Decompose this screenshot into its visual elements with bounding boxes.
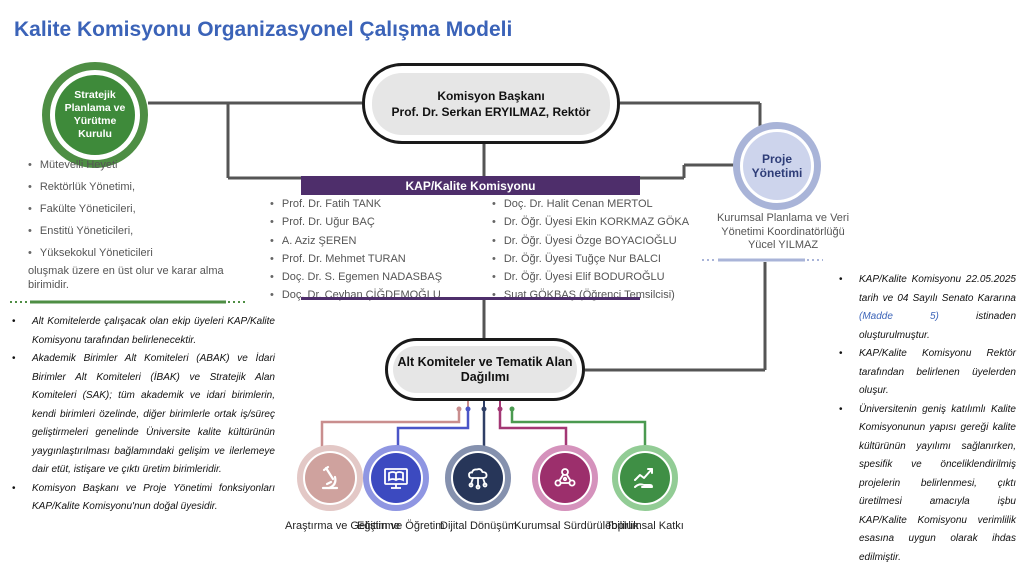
microscope-icon <box>305 453 355 503</box>
list-item: Doç. Dr. Halit Cenan MERTOL <box>492 195 689 213</box>
dotted-separator <box>10 300 246 304</box>
category-social: Toplumsal Katkı <box>606 445 684 533</box>
category-sustainability: Kurumsal Sürdürülebilirlik <box>514 445 639 533</box>
project-person: Yücel YILMAZ <box>747 239 819 251</box>
list-item: A. Aziz ŞEREN <box>270 232 442 250</box>
page-title: Kalite Komisyonu Organizasyonel Çalışma … <box>14 18 513 41</box>
list-item: Doç. Dr. S. Egemen NADASBAŞ <box>270 268 442 286</box>
note-item: Üniversitenin geniş katılımlı Kalite Kom… <box>839 401 1016 568</box>
note-item: KAP/Kalite Komisyonu 22.05.2025 tarih ve… <box>839 271 1016 345</box>
list-item: Prof. Dr. Uğur BAÇ <box>270 213 442 231</box>
left-notes: Alt Komitelerde çalışacak olan ekip üyel… <box>12 313 275 517</box>
category-label: Eğitim ve Öğretim <box>357 520 445 532</box>
list-item: Dr. Öğr. Üyesi Özge BOYACIOĞLU <box>492 232 689 250</box>
category-education: Eğitim ve Öğretim <box>357 445 445 533</box>
list-item: Prof. Dr. Fatih TANK <box>270 195 442 213</box>
note-item: Alt Komitelerde çalışacak olan ekip üyel… <box>12 313 275 350</box>
project-office: Kurumsal Planlama ve Veri Yönetimi Koord… <box>716 212 850 238</box>
list-item: Dr. Öğr. Üyesi Ekin KORKMAZ GÖKA <box>492 213 689 231</box>
strategic-members-list: Mütevelli Heyeti Rektörlük Yönetimi, Fak… <box>28 154 153 264</box>
chair-name: Prof. Dr. Serkan ERYILMAZ, Rektör <box>391 104 591 119</box>
list-item: Suat GÖKBAŞ (Öğrenci Temsilcisi) <box>492 286 689 304</box>
category-label: Araştırma ve Geliştirme <box>285 520 400 532</box>
list-item: Doç. Dr. Ceyhan ÇİĞDEMOĞLU <box>270 286 442 304</box>
people-network-icon <box>540 453 590 503</box>
subcommittees-box: Alt Komiteler ve Tematik Alan Dağılımı <box>385 338 585 401</box>
cloud-network-icon <box>453 453 503 503</box>
category-label: Kurumsal Sürdürülebilirlik <box>514 520 639 532</box>
dotted-separator <box>702 258 823 262</box>
strategic-board-circle: Stratejik Planlama ve Yürütme Kurulu <box>42 62 148 168</box>
chair-title: Komisyon Başkanı <box>437 88 545 103</box>
list-item: Dr. Öğr. Üyesi Tuğçe Nur BALCI <box>492 250 689 268</box>
list-item: Dr. Öğr. Üyesi Elif BODUROĞLU <box>492 268 689 286</box>
article-link[interactable]: (Madde 5) <box>859 311 939 322</box>
growth-hand-icon <box>620 453 670 503</box>
commission-bar: KAP/Kalite Komisyonu <box>301 176 640 195</box>
project-management-label: Proje Yönetimi <box>743 132 811 200</box>
commission-members-right: Doç. Dr. Halit Cenan MERTOL Dr. Öğr. Üye… <box>492 195 689 305</box>
list-item: Yüksekokul Yöneticileri <box>28 242 153 264</box>
note-item: KAP/Kalite Komisyonu Rektör tarafından b… <box>839 345 1016 401</box>
commission-bottom-rule <box>301 297 640 300</box>
list-item: Mütevelli Heyeti <box>28 154 153 176</box>
category-digital: Dijital Dönüşüm <box>440 445 518 533</box>
project-office-text: Kurumsal Planlama ve Veri Yönetimi Koord… <box>698 212 868 253</box>
note-item: Akademik Birimler Alt Komiteleri (ABAK) … <box>12 350 275 480</box>
strategic-board-label: Stratejik Planlama ve Yürütme Kurulu <box>55 75 135 155</box>
project-management-circle: Proje Yönetimi <box>733 122 821 210</box>
commission-members-left: Prof. Dr. Fatih TANK Prof. Dr. Uğur BAÇ … <box>270 195 442 305</box>
chair-box: Komisyon Başkanı Prof. Dr. Serkan ERYILM… <box>362 63 620 144</box>
list-item: Prof. Dr. Mehmet TURAN <box>270 250 442 268</box>
book-monitor-icon <box>371 453 421 503</box>
list-item: Fakülte Yöneticileri, <box>28 198 153 220</box>
list-item: Enstitü Yöneticileri, <box>28 220 153 242</box>
strategic-description: oluşmak üzere en üst olur ve karar alma … <box>28 265 224 291</box>
category-label: Toplumsal Katkı <box>606 520 684 532</box>
list-item: Rektörlük Yönetimi, <box>28 176 153 198</box>
right-notes: KAP/Kalite Komisyonu 22.05.2025 tarih ve… <box>839 271 1016 568</box>
subcommittees-label: Alt Komiteler ve Tematik Alan Dağılımı <box>393 346 577 393</box>
category-label: Dijital Dönüşüm <box>440 520 518 532</box>
note-item: Komisyon Başkanı ve Proje Yönetimi fonks… <box>12 480 275 517</box>
category-research: Araştırma ve Geliştirme <box>285 445 400 533</box>
